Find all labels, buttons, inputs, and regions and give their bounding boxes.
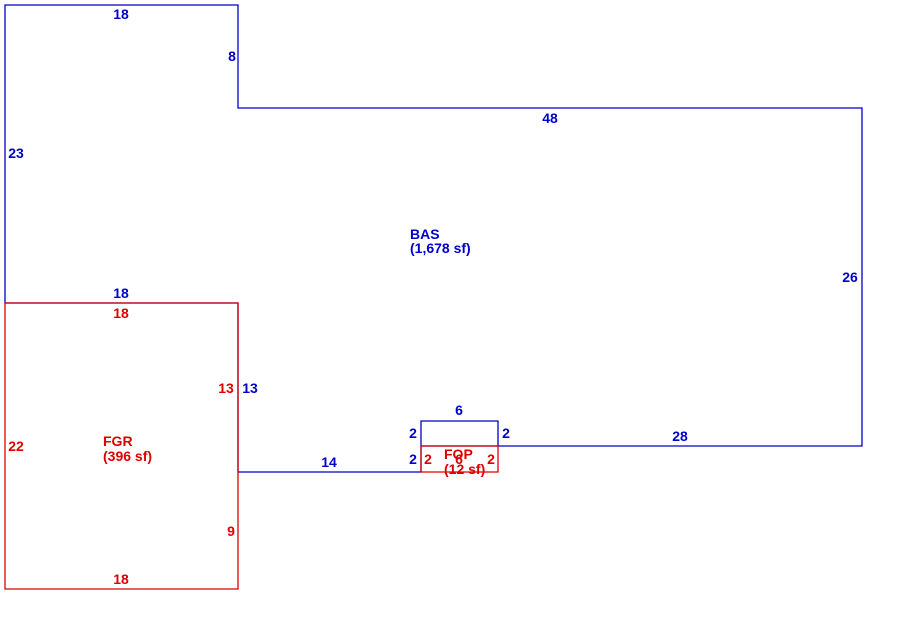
bas-dim-right: 26: [842, 269, 858, 285]
fop-dim-bottom: 6: [455, 451, 463, 467]
bas-dim-step-down: 2: [409, 451, 417, 467]
fop-dim-left: 2: [424, 451, 432, 467]
bas-dim-top-left: 18: [113, 6, 129, 22]
fgr-dim-bottom: 18: [113, 571, 129, 587]
bas-dim-bump-top: 6: [455, 402, 463, 418]
fgr-dim-right-lower: 9: [227, 523, 235, 539]
fgr-code-label: FGR: [103, 433, 133, 449]
bas-dim-left: 23: [8, 145, 24, 161]
fgr-dim-top: 18: [113, 305, 129, 321]
bas-dim-bottom-right: 28: [672, 428, 688, 444]
fgr-outline: [4, 302, 239, 590]
fop-dim-right: 2: [487, 451, 495, 467]
bas-dim-bottom-middle: 14: [321, 454, 337, 470]
bas-dim-garage-top: 18: [113, 285, 129, 301]
bas-dim-bump-right: 2: [502, 425, 510, 441]
fgr-dim-right-upper: 13: [218, 380, 234, 396]
bas-code-label: BAS: [410, 226, 440, 242]
bas-dim-garage-side: 13: [242, 380, 258, 396]
bas-dim-bump-left: 2: [409, 425, 417, 441]
fop-outline: [420, 445, 499, 473]
fop-code-label: FOP: [444, 446, 473, 462]
bas-area-label: (1,678 sf): [410, 240, 471, 256]
fgr-dim-left: 22: [8, 438, 24, 454]
bas-dim-left-notch: 8: [228, 48, 236, 64]
fop-area-label: (12 sf): [444, 461, 485, 477]
fgr-area-label: (396 sf): [103, 448, 152, 464]
bas-dim-top-right: 48: [542, 110, 558, 126]
